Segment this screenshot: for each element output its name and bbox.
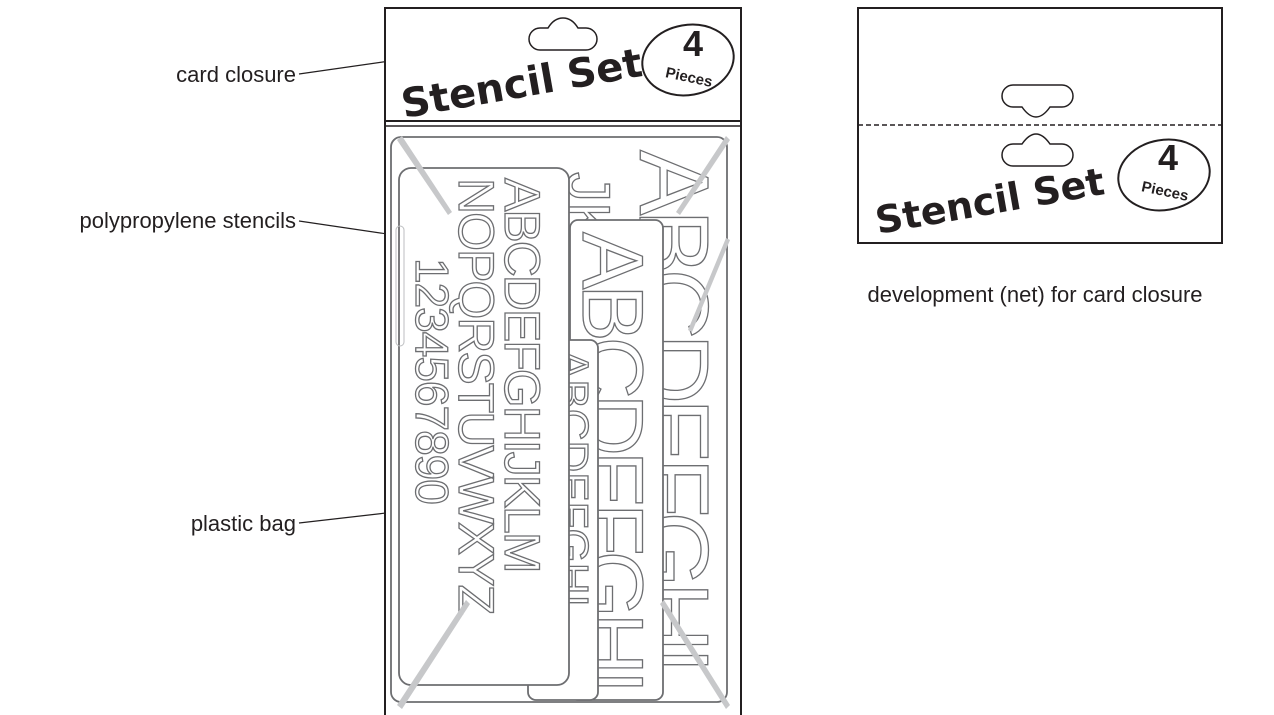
badge-number: 4 xyxy=(683,23,703,64)
stencil-row-2: NOPQRSTUVWXYZ xyxy=(448,178,504,614)
hang-slot xyxy=(528,17,598,51)
stencil-row-1: ABCDEFGHIJKLM xyxy=(494,178,550,572)
stencils-label: polypropylene stencils xyxy=(80,208,296,233)
net-hang-slot-bottom xyxy=(1001,133,1074,167)
net-pieces-badge xyxy=(1117,138,1211,212)
bag-glare xyxy=(397,136,730,709)
plastic-bag-label: plastic bag xyxy=(191,511,296,536)
net-badge-number: 4 xyxy=(1158,137,1178,178)
package: Stencil Set 4 Pieces ABCDEFGHI JK ABCDEF… xyxy=(384,7,742,715)
stencil-row-3: 1234567890 xyxy=(406,258,458,504)
pieces-badge xyxy=(641,23,735,97)
card-closure-leader xyxy=(298,60,391,75)
stencil-main: ABCDEFGHIJKLM NOPQRSTUVWXYZ 1234567890 xyxy=(395,167,570,686)
net-hang-slot-top xyxy=(1001,84,1074,118)
net-caption: development (net) for card closure xyxy=(867,282,1202,307)
card-closure-net: Stencil Set 4 Pieces xyxy=(857,7,1223,244)
stencil-plate-main xyxy=(398,167,570,686)
card-closure-label: card closure xyxy=(176,62,296,87)
plastic-bag-leader xyxy=(298,512,387,524)
